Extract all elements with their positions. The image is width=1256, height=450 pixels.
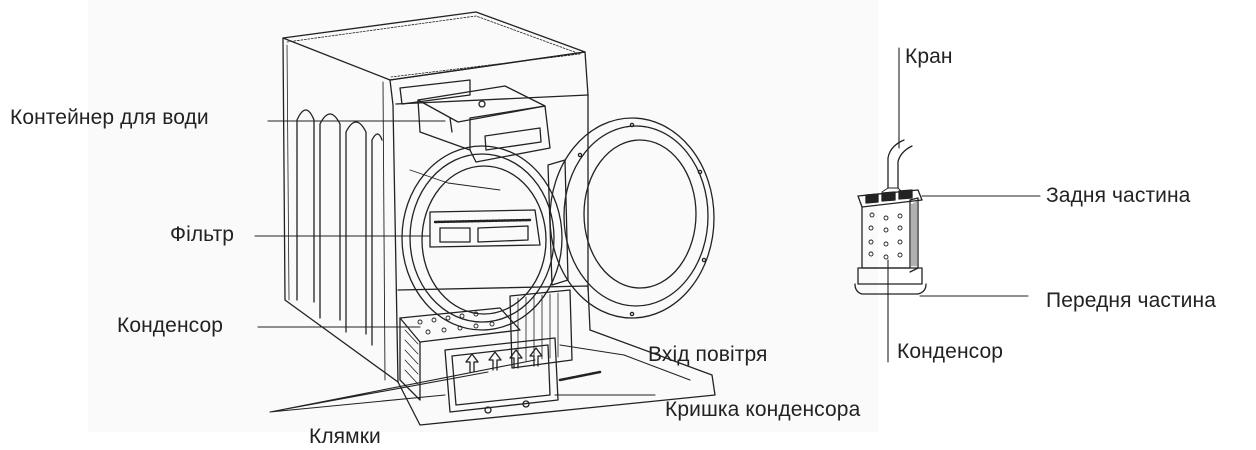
- label-latches: Клямки: [309, 425, 381, 448]
- label-water-container: Контейнер для води: [10, 106, 209, 129]
- condenser-compartment: [397, 285, 716, 426]
- label-tap: Кран: [905, 45, 953, 68]
- label-air-inlet: Вхід повітря: [648, 343, 768, 366]
- label-filter: Фільтр: [170, 223, 235, 246]
- drawing-background: [88, 0, 878, 432]
- condenser-unit-drawing: [854, 139, 927, 295]
- leader-latches: [269, 359, 536, 413]
- drum-opening: [401, 145, 563, 331]
- label-condenser: Конденсор: [117, 314, 224, 337]
- leader-air-inlet: [559, 344, 691, 381]
- dryer-cabinet: [282, 11, 589, 383]
- label-back-part: Задня частина: [1046, 184, 1191, 207]
- condenser-unit-leaders: [887, 47, 1041, 363]
- leader-lines: [254, 120, 691, 413]
- label-condenser-cover: Кришка конденсора: [665, 398, 861, 421]
- water-container-drawing: [399, 79, 551, 163]
- label-condenser-unit: Конденсор: [897, 340, 1004, 363]
- dryer-door: [547, 117, 715, 319]
- label-front-part: Передня частина: [1046, 289, 1216, 312]
